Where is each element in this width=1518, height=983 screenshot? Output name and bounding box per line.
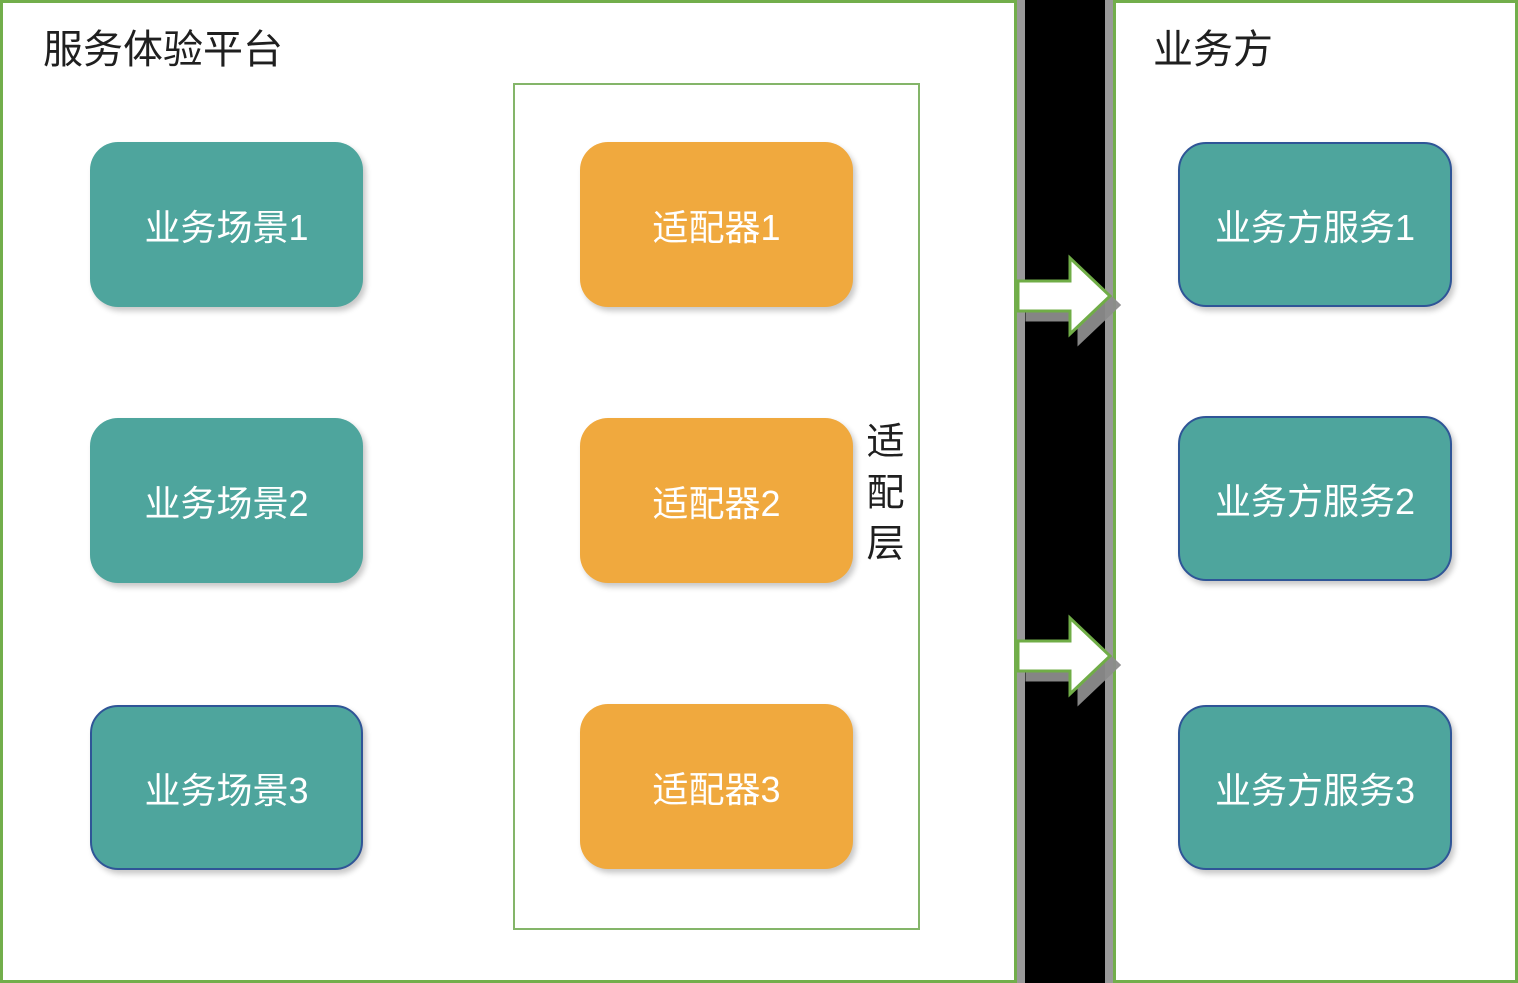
adapter-2-box: 适配器2	[580, 418, 853, 583]
divider-bar	[1017, 0, 1113, 983]
business-scenario-3-box: 业务场景3	[90, 705, 363, 870]
adapter-layer-column: 适配器1 适配器2 适配器3 适配层	[513, 83, 920, 930]
business-party-service-1-label: 业务方服务1	[1214, 206, 1416, 248]
business-party-service-3-box: 业务方服务3	[1178, 705, 1452, 870]
adapter-layer-label: 适配层	[860, 421, 902, 574]
business-scenario-2-label: 业务场景2	[144, 482, 309, 524]
business-party-title: 业务方	[1153, 28, 1273, 72]
adapter-1-box: 适配器1	[580, 142, 853, 307]
adapter-1-label: 适配器1	[652, 206, 781, 248]
business-party-service-1-box: 业务方服务1	[1178, 142, 1452, 307]
business-party-panel: 业务方 业务方服务1 业务方服务2 业务方服务3	[1113, 0, 1518, 983]
business-scenario-1-label: 业务场景1	[144, 206, 309, 248]
business-party-service-2-label: 业务方服务2	[1214, 480, 1416, 522]
service-platform-title: 服务体验平台	[43, 28, 283, 72]
right-arrow-icon	[1016, 254, 1113, 338]
adapter-3-label: 适配器3	[652, 768, 781, 810]
adapter-2-label: 适配器2	[652, 482, 781, 524]
service-platform-panel: 服务体验平台 业务场景1 业务场景2 业务场景3 适配器1 适配器2 适配器3 …	[0, 0, 1017, 983]
business-party-service-3-label: 业务方服务3	[1214, 769, 1416, 811]
business-party-service-2-box: 业务方服务2	[1178, 416, 1452, 581]
business-scenario-3-label: 业务场景3	[144, 769, 309, 811]
business-scenario-2-box: 业务场景2	[90, 418, 363, 583]
business-scenario-1-box: 业务场景1	[90, 142, 363, 307]
adapter-3-box: 适配器3	[580, 704, 853, 869]
right-arrow-icon	[1016, 614, 1113, 698]
